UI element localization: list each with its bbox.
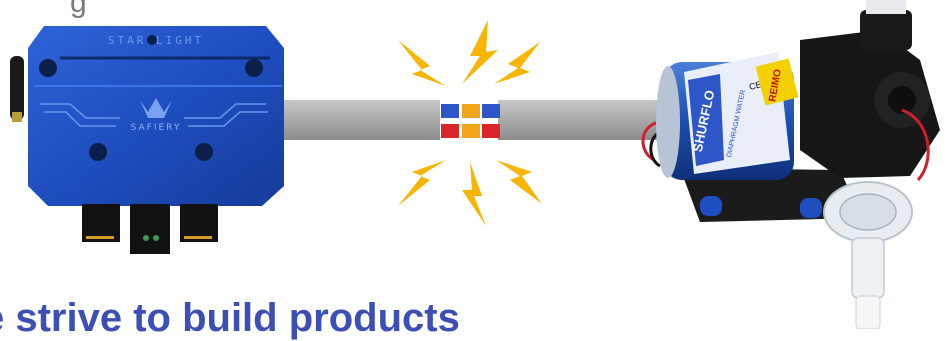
controller-brand-text: STAR LIGHT — [108, 34, 204, 47]
pump-device: SHURFLO DIAPHRAGM WATER CE REIMO — [643, 0, 940, 329]
top-text-fragment: g — [70, 0, 87, 20]
cable-left — [262, 100, 440, 140]
scene: STAR LIGHT SAFIERY SHURFLO DIAPHRAGM WAT… — [0, 0, 948, 329]
controller-logo-text: SAFIERY — [131, 123, 182, 133]
illustration: STAR LIGHT SAFIERY SHURFLO DIAPHRAGM WAT… — [0, 0, 948, 329]
cable-right — [498, 100, 666, 140]
headline: e strive to build products — [0, 296, 460, 341]
connector-break-icon — [441, 104, 500, 138]
controller-device: STAR LIGHT SAFIERY — [10, 26, 284, 254]
terminal-blocks — [82, 204, 218, 254]
antenna-icon — [10, 56, 24, 120]
